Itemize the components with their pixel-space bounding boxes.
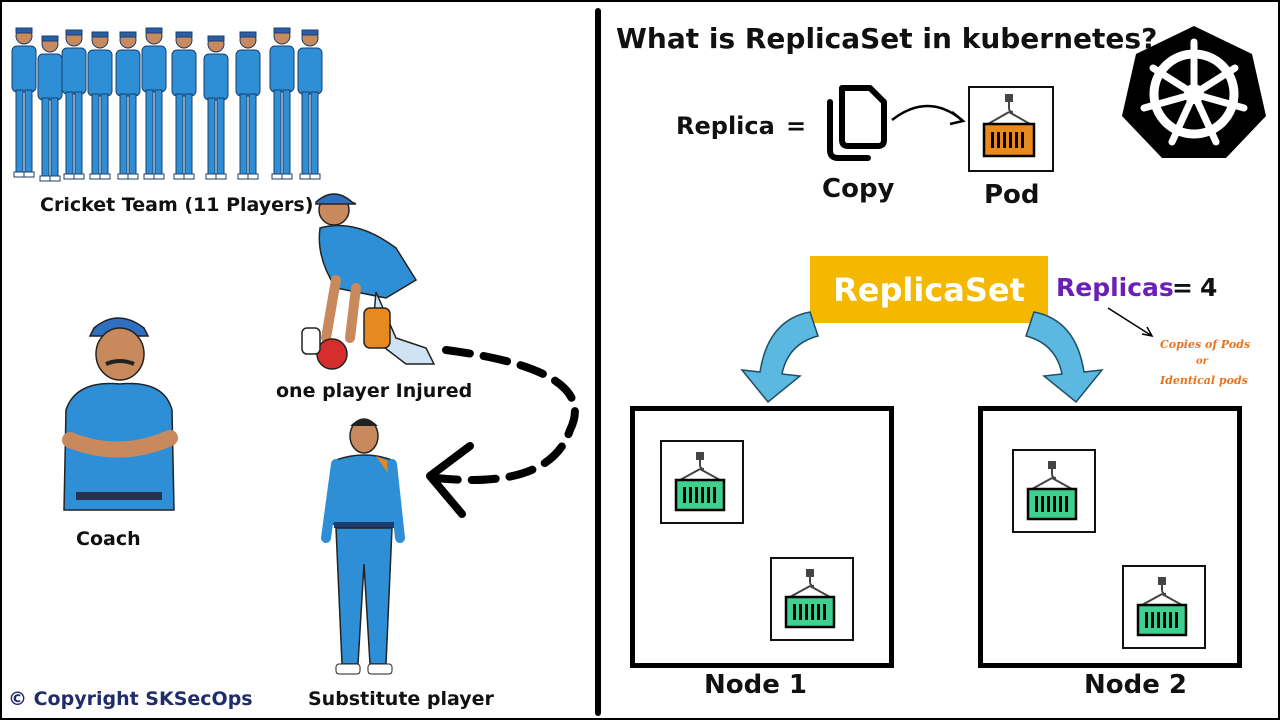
pod-label: Pod: [984, 180, 1040, 210]
injured-caption: one player Injured: [276, 380, 473, 402]
page-title: What is ReplicaSet in kubernetes?: [616, 22, 1158, 55]
coach-illustration: [62, 317, 178, 511]
substitute-player-illustration: [321, 418, 405, 675]
replicaset-box: ReplicaSet: [810, 256, 1048, 323]
injured-player-illustration: [301, 193, 436, 370]
coach-caption: Coach: [76, 528, 141, 550]
arrow-to-node-2: [1025, 311, 1104, 404]
replica-word: Replica: [676, 112, 775, 140]
container-pod-icon: [1136, 575, 1188, 637]
replicas-count: 4: [1200, 273, 1218, 302]
container-pod-icon: [1026, 459, 1078, 521]
kubernetes-helm-icon: [1122, 26, 1266, 158]
container-pod-icon: [982, 94, 1036, 158]
container-pod-icon: [674, 450, 726, 512]
center-divider: [595, 8, 601, 716]
container-pod-icon: [784, 567, 836, 629]
note-line-3: Identical pods: [1160, 374, 1248, 387]
node-2-label: Node 2: [1084, 670, 1188, 700]
replicas-equals: =: [1172, 273, 1193, 302]
node-1-label: Node 1: [704, 670, 808, 700]
cricket-team-illustration: [11, 27, 323, 182]
team-caption: Cricket Team (11 Players): [40, 194, 314, 216]
copy-label: Copy: [822, 174, 895, 204]
arrow-to-node-1: [740, 311, 819, 404]
replica-equals: =: [786, 112, 807, 140]
copyright: © Copyright SKSecOps: [8, 688, 253, 710]
note-line-2: or: [1196, 356, 1208, 367]
substitute-caption: Substitute player: [308, 688, 494, 710]
note-line-1: Copies of Pods: [1160, 338, 1251, 351]
replicas-label: Replicas: [1056, 273, 1174, 302]
copy-icon: [827, 85, 887, 161]
